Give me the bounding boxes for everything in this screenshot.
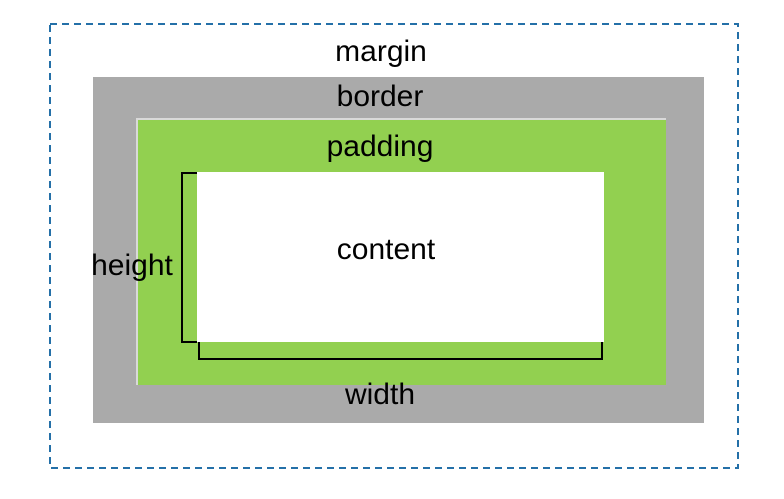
padding-label: padding: [326, 130, 434, 163]
width-label: width: [344, 378, 416, 411]
content-label: content: [336, 233, 436, 266]
border-label: border: [336, 80, 424, 113]
margin-label: margin: [335, 35, 427, 68]
height-label: height: [91, 249, 173, 282]
